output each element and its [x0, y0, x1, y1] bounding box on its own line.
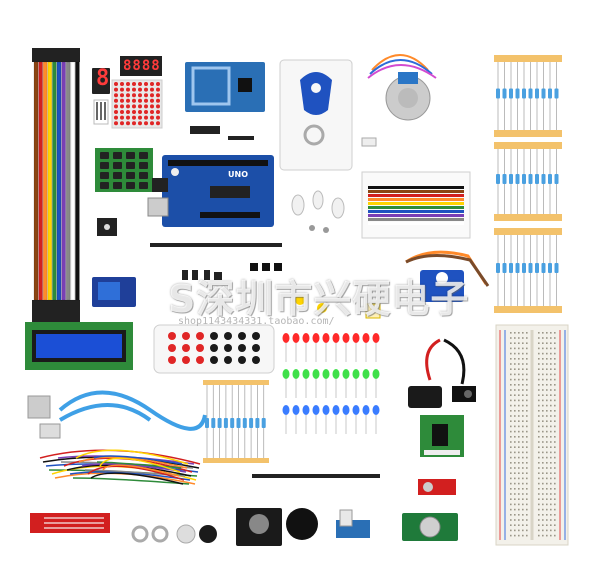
- breadboard: [495, 324, 569, 546]
- rtc-clock-module: [402, 513, 458, 541]
- water-level-sensor: [30, 513, 110, 533]
- servo-motor: [405, 250, 490, 302]
- dupont-ribbon-cable: [32, 48, 80, 322]
- rfid-reader-module: [185, 62, 265, 140]
- seven-segment-four-digit: [120, 56, 162, 76]
- watermark-url: shop1143434331.taobao.com/: [178, 316, 335, 327]
- keypad-4x4: [95, 148, 153, 192]
- header-pin-strip-long: [252, 474, 380, 478]
- stepper-driver-board: [420, 415, 464, 457]
- led-dot-matrix: [111, 79, 163, 129]
- dht-temperature-sensor: [336, 509, 370, 538]
- resistor-color-chart: [361, 171, 471, 239]
- jumper-wire-bundle: [39, 449, 201, 485]
- sound-sensor-module: [418, 479, 456, 495]
- rfid-key-fob: [279, 59, 353, 171]
- transistors-and-buttons: [182, 263, 381, 319]
- screws-and-spacers: [291, 190, 345, 233]
- ir-remote-control: [153, 324, 275, 374]
- joystick-module: [236, 508, 318, 546]
- seven-segment-four-digits: 8888: [123, 58, 161, 74]
- uno-label: UNO: [228, 170, 248, 179]
- resistor-bundle: [203, 380, 269, 463]
- relay-module: [92, 277, 136, 307]
- usb-cable: [27, 390, 207, 439]
- buzzer-and-nuts: [131, 524, 217, 544]
- header-pin-strip: [150, 243, 282, 247]
- led-assortment: [282, 333, 380, 434]
- seven-segment-single-digit: 8: [96, 66, 110, 91]
- resistor-strips: [494, 55, 562, 313]
- stepper-motor: [361, 54, 437, 147]
- battery-clip-9v: [408, 338, 476, 408]
- lcd-1602-display: [25, 322, 133, 370]
- small-sensor-module: [97, 218, 117, 236]
- arduino-uno-board: [147, 155, 274, 227]
- watermark-text: S深圳市兴硬电子: [168, 277, 470, 321]
- seven-segment-single: [92, 68, 110, 125]
